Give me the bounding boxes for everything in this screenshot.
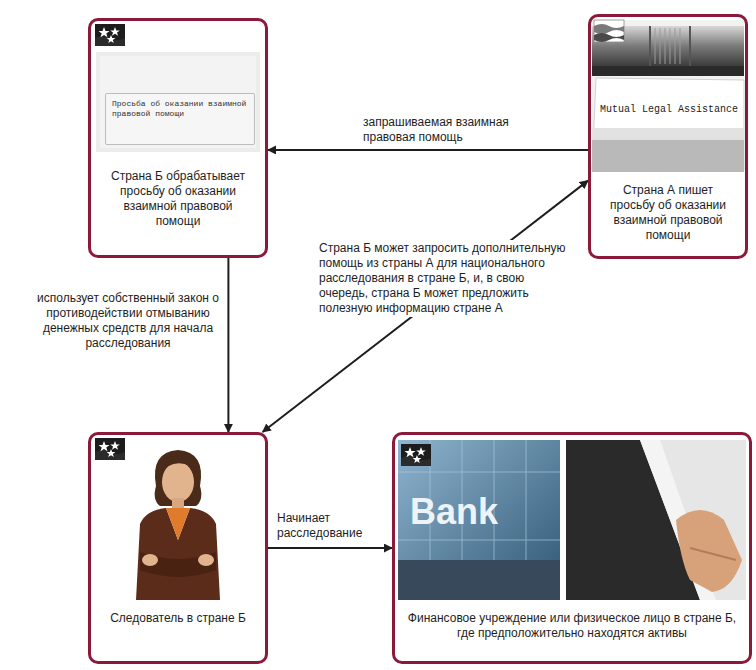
arrow-connector	[263, 181, 588, 432]
actor-box: Следователь в стране Б	[88, 432, 268, 664]
edge-label: использует собственный закон о противоде…	[30, 290, 226, 352]
arrow-connector	[227, 258, 229, 432]
institution-box: Финансовое учреждение или физическое лиц…	[392, 432, 752, 664]
edge-label: запрашиваемая взаимная правовая помощь	[360, 114, 562, 146]
sign-text: Bank	[410, 492, 498, 532]
document-sheet: Просьба об оказании взаимной правовой по…	[105, 93, 255, 145]
node-text: Следователь в стране Б	[101, 611, 255, 626]
paper-text: Mutual Legal Assistance	[600, 104, 738, 116]
node-text: Страна А пишет просьбу об оказании взаим…	[599, 183, 737, 243]
edge-label: Страна Б может запросить дополнительную …	[316, 240, 574, 317]
node-text: Финансовое учреждение или физическое лиц…	[407, 611, 737, 641]
arrow-connector	[268, 149, 588, 151]
node-text: Страна Б обрабатывает просьбу об оказани…	[101, 169, 255, 229]
process-box: Страна Б обрабатывает просьбу об оказани…	[88, 18, 268, 258]
node-text: Просьба об оказании взаимной правовой по…	[112, 99, 248, 119]
process-box: Страна А пишет просьбу об оказании взаим…	[588, 14, 748, 259]
arrow-connector	[268, 547, 392, 549]
edge-label: Начинает расследование	[274, 510, 392, 542]
